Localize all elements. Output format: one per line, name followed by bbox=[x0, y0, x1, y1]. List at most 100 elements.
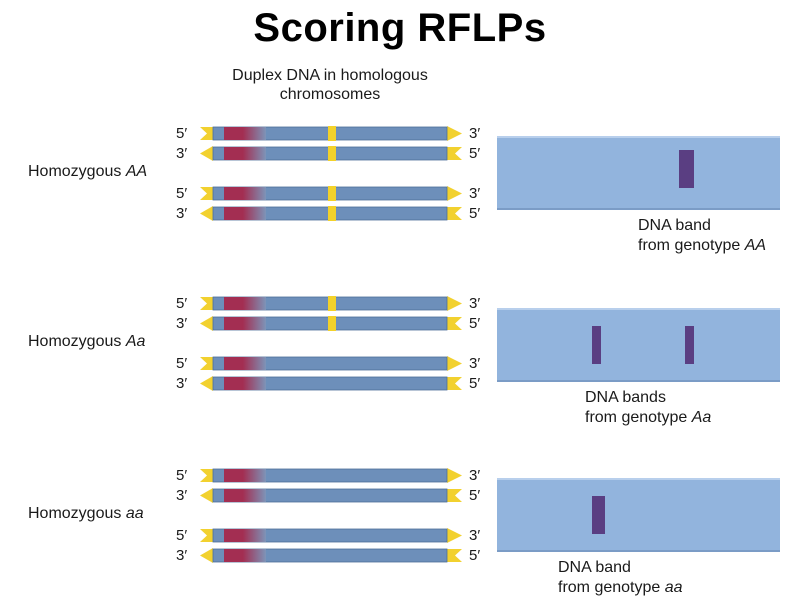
strand-end-cap bbox=[447, 377, 462, 390]
strand-arrowhead bbox=[447, 126, 462, 141]
three-prime-label: 3′ bbox=[469, 185, 481, 202]
strand-body bbox=[212, 548, 448, 563]
five-prime-label: 5′ bbox=[176, 185, 188, 202]
row-label-genotype: AA bbox=[125, 163, 148, 180]
strand-arrowhead bbox=[200, 376, 213, 391]
dna-band bbox=[684, 326, 694, 364]
caption-line1: DNA bands bbox=[585, 389, 666, 406]
caption-line2: from genotype AA bbox=[638, 236, 766, 256]
three-prime-label: 3′ bbox=[469, 355, 481, 372]
three-prime-label: 3′ bbox=[176, 375, 188, 392]
caption-prefix: from genotype bbox=[585, 409, 692, 426]
strand-end-cap bbox=[200, 297, 213, 310]
diagram-subtitle: Duplex DNA in homologous chromosomes bbox=[232, 67, 428, 103]
strand-end-cap bbox=[447, 317, 462, 330]
strand-arrowhead bbox=[200, 316, 213, 331]
strand-body bbox=[212, 468, 448, 483]
probe-region bbox=[224, 297, 266, 310]
probe-region bbox=[224, 489, 266, 502]
strand-arrowhead bbox=[447, 468, 462, 483]
gel-caption: DNA band from genotype AA bbox=[638, 216, 766, 256]
three-prime-label: 3′ bbox=[469, 527, 481, 544]
strand-body bbox=[212, 488, 448, 503]
gel-lane bbox=[497, 136, 780, 210]
five-prime-label: 5′ bbox=[176, 295, 188, 312]
dna-band bbox=[591, 326, 601, 364]
three-prime-label: 3′ bbox=[176, 205, 188, 222]
gel-lane bbox=[497, 308, 780, 382]
probe-region bbox=[224, 529, 266, 542]
five-prime-label: 5′ bbox=[469, 487, 481, 504]
diagram-title: Scoring RFLPs bbox=[253, 6, 547, 50]
five-prime-label: 5′ bbox=[176, 527, 188, 544]
caption-prefix: from genotype bbox=[558, 579, 665, 596]
strand-arrowhead bbox=[447, 528, 462, 543]
row-label-genotype: Aa bbox=[125, 333, 146, 350]
five-prime-label: 5′ bbox=[176, 125, 188, 142]
restriction-site bbox=[328, 316, 336, 331]
genotype-row-label: Homozygous AA bbox=[28, 163, 147, 181]
genotype-row-label: Homozygous Aa bbox=[28, 333, 145, 351]
three-prime-label: 3′ bbox=[469, 125, 481, 142]
restriction-site bbox=[328, 126, 336, 141]
strand-end-cap bbox=[447, 549, 462, 562]
caption-line1: DNA band bbox=[558, 559, 631, 576]
probe-region bbox=[224, 377, 266, 390]
probe-region bbox=[224, 207, 266, 220]
strand-arrowhead bbox=[200, 548, 213, 563]
caption-line2: from genotype aa bbox=[558, 578, 683, 598]
strand-arrowhead bbox=[200, 488, 213, 503]
probe-region bbox=[224, 127, 266, 140]
row-label-prefix: Homozygous bbox=[28, 505, 126, 522]
caption-line1: DNA band bbox=[638, 217, 711, 234]
dna-band bbox=[592, 496, 606, 534]
strand-body bbox=[212, 356, 448, 371]
five-prime-label: 5′ bbox=[176, 355, 188, 372]
strand-arrowhead bbox=[200, 146, 213, 161]
five-prime-label: 5′ bbox=[469, 375, 481, 392]
strand-end-cap bbox=[200, 529, 213, 542]
three-prime-label: 3′ bbox=[176, 487, 188, 504]
strand-end-cap bbox=[200, 127, 213, 140]
row-label-prefix: Homozygous bbox=[28, 333, 126, 350]
strand-end-cap bbox=[447, 147, 462, 160]
probe-region bbox=[224, 187, 266, 200]
row-label-genotype: aa bbox=[125, 505, 144, 522]
probe-region bbox=[224, 469, 266, 482]
strand-end-cap bbox=[200, 187, 213, 200]
strand-arrowhead bbox=[447, 296, 462, 311]
restriction-site bbox=[328, 146, 336, 161]
strand-end-cap bbox=[447, 207, 462, 220]
five-prime-label: 5′ bbox=[469, 145, 481, 162]
five-prime-label: 5′ bbox=[176, 467, 188, 484]
strand-arrowhead bbox=[447, 356, 462, 371]
genotype-row-label: Homozygous aa bbox=[28, 505, 144, 523]
probe-region bbox=[224, 357, 266, 370]
three-prime-label: 3′ bbox=[176, 315, 188, 332]
probe-region bbox=[224, 147, 266, 160]
five-prime-label: 5′ bbox=[469, 315, 481, 332]
strand-end-cap bbox=[447, 489, 462, 502]
strand-arrowhead bbox=[447, 186, 462, 201]
restriction-site bbox=[328, 296, 336, 311]
caption-genotype: aa bbox=[664, 579, 683, 596]
probe-region bbox=[224, 317, 266, 330]
gel-caption: DNA band from genotype aa bbox=[558, 558, 683, 598]
gel-lane bbox=[497, 478, 780, 552]
caption-prefix: from genotype bbox=[638, 237, 745, 254]
strand-body bbox=[212, 376, 448, 391]
caption-genotype: Aa bbox=[691, 409, 712, 426]
five-prime-label: 5′ bbox=[469, 547, 481, 564]
probe-region bbox=[224, 549, 266, 562]
three-prime-label: 3′ bbox=[176, 145, 188, 162]
three-prime-label: 3′ bbox=[469, 467, 481, 484]
gel-caption: DNA bands from genotype Aa bbox=[585, 388, 711, 428]
caption-genotype: AA bbox=[744, 237, 767, 254]
dna-band bbox=[679, 150, 695, 188]
strand-end-cap bbox=[200, 469, 213, 482]
three-prime-label: 3′ bbox=[176, 547, 188, 564]
caption-line2: from genotype Aa bbox=[585, 408, 711, 428]
five-prime-label: 5′ bbox=[469, 205, 481, 222]
row-label-prefix: Homozygous bbox=[28, 163, 126, 180]
